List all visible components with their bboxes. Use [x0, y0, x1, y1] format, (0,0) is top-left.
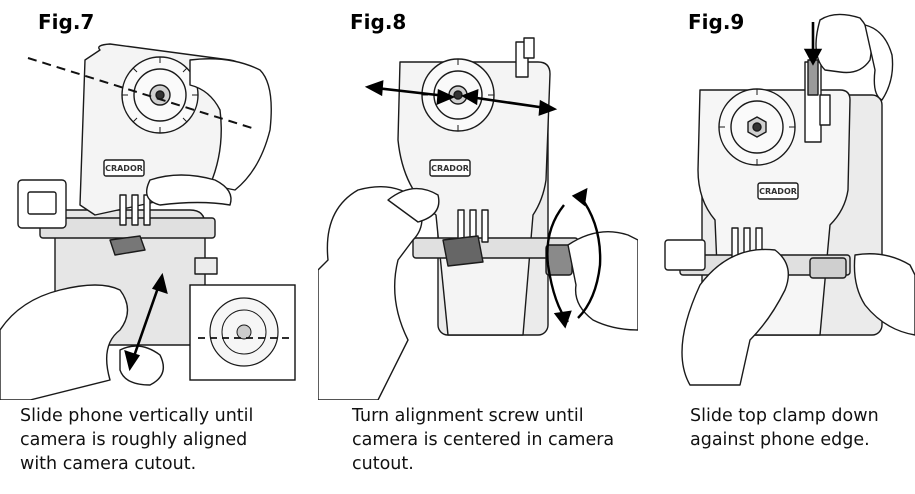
brand-plate [757, 182, 799, 200]
side-tab [17, 179, 67, 229]
figure-8-label: Fig.8 [350, 10, 407, 34]
figure-7-label: Fig.7 [38, 10, 95, 34]
figure-9-panel: Fig.9 [660, 0, 915, 494]
mount-plate [397, 61, 551, 336]
hand-bottom [0, 284, 129, 400]
hand-bottom [681, 248, 789, 386]
figure-7-panel: Fig.7 [0, 0, 300, 494]
shift-arrows [364, 80, 558, 116]
brand-text: CRADOR [431, 164, 469, 173]
figure-8-panel: Fig.8 [318, 0, 638, 494]
alignment-screw [809, 257, 847, 279]
slide-arrow [124, 272, 168, 372]
alignment-screw [109, 235, 146, 256]
hand-right [567, 230, 638, 331]
figure-8-caption: Turn alignment screw until camera is cen… [352, 406, 615, 474]
figure-9-label: Fig.9 [688, 10, 745, 34]
brand-plate [103, 159, 145, 177]
hand-top [815, 13, 872, 74]
figure-9-illustration: CRADOR [664, 13, 915, 386]
down-arrow [803, 22, 823, 66]
figure-9-caption: Slide top clamp down against phone edge. [690, 406, 879, 450]
figure-7-illustration: CRADOR [0, 43, 296, 400]
brand-text: CRADOR [759, 187, 797, 196]
hand-left [318, 185, 423, 400]
figure-8-illustration: CRADOR [318, 37, 638, 400]
brand-plate [429, 159, 471, 177]
hand-top [189, 58, 272, 191]
figure-7-caption: Slide phone vertically until camera is r… [20, 406, 254, 474]
clamp-lever [442, 235, 484, 267]
rotation-arrow [546, 187, 602, 329]
alignment-line [27, 57, 253, 129]
inset-detail [189, 284, 296, 381]
brand-text: CRADOR [105, 164, 143, 173]
side-tab [664, 239, 706, 271]
